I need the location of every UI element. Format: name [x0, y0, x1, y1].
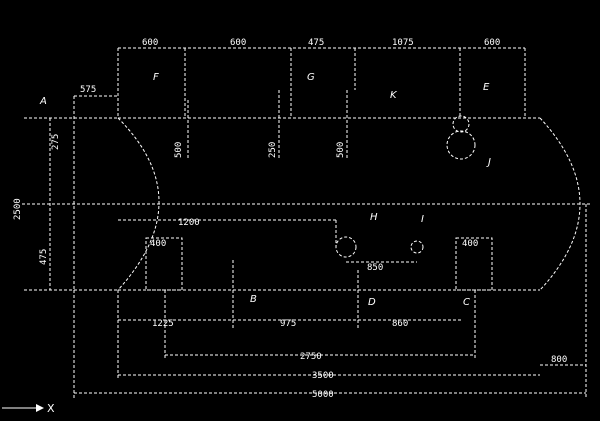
dim-nozzle-b: 250	[268, 142, 278, 158]
dim-vert-mid: 275	[51, 134, 61, 150]
nozzles	[187, 90, 476, 330]
dim-bottom-b: 975	[280, 319, 296, 329]
dim-top-3: 475	[308, 38, 324, 48]
label-a: A	[39, 96, 47, 107]
label-k: K	[390, 90, 398, 101]
label-h: H	[370, 212, 378, 223]
dim-nozzle-a: 500	[174, 142, 184, 158]
dim-nozzle-c: 500	[336, 142, 346, 158]
label-b: B	[250, 294, 257, 305]
vessel-body	[22, 117, 590, 291]
dim-center-hole: 850	[367, 263, 383, 273]
dim-small-right: 400	[462, 239, 478, 249]
dim-span-inner: 2750	[300, 352, 322, 362]
ucs-x-label: X	[47, 402, 55, 415]
saddles	[145, 237, 493, 291]
label-i: I	[421, 214, 424, 225]
label-e: E	[483, 82, 490, 93]
dim-left-top: 575	[80, 85, 96, 95]
label-d: D	[368, 297, 376, 308]
dim-top-5: 600	[484, 38, 500, 48]
label-j: J	[486, 157, 491, 168]
ucs-icon: X	[2, 402, 55, 415]
dim-top-1: 600	[142, 38, 158, 48]
dimension-lines	[24, 47, 587, 398]
dim-bottom-a: 1225	[152, 319, 174, 329]
dim-overall-a: 3500	[312, 371, 334, 381]
dim-top-4: 1075	[392, 38, 414, 48]
label-c: C	[463, 297, 470, 308]
dim-inner: 1200	[178, 218, 200, 228]
dim-overall-b: 5000	[312, 390, 334, 400]
label-g: G	[307, 72, 315, 83]
dim-right-end: 800	[551, 355, 567, 365]
dimension-texts: 600 600 475 1075 600 575 1200 400 400 85…	[13, 38, 567, 400]
dim-vert-left: 2500	[13, 198, 23, 220]
dim-top-2: 600	[230, 38, 246, 48]
item-labels: A F G K E J H I B D C	[39, 72, 491, 308]
label-f: F	[153, 72, 159, 83]
dim-small-left: 400	[150, 239, 166, 249]
dim-bottom-c: 860	[392, 319, 408, 329]
dim-vert-low: 475	[39, 249, 49, 265]
